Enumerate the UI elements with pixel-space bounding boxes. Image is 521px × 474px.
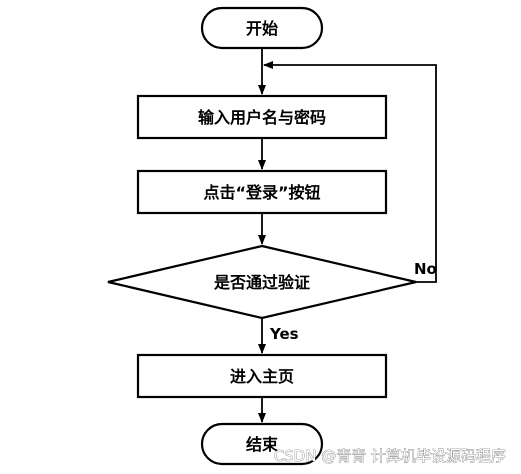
enter-home-step: 进入主页 [136, 353, 388, 399]
yes-branch-label: Yes [269, 325, 299, 343]
click-login-step: 点击“登录”按钮 [136, 169, 388, 215]
verification-decision: 是否通过验证 [107, 244, 417, 320]
start-terminal: 开始 [200, 6, 324, 50]
edge-no-loop-back [263, 61, 437, 283]
input-credentials-step: 输入用户名与密码 [136, 94, 388, 140]
start-label: 开始 [246, 19, 278, 38]
no-branch-label: No [414, 260, 437, 278]
enter-home-label: 进入主页 [230, 367, 294, 386]
end-label: 结束 [245, 435, 279, 454]
input-credentials-label: 输入用户名与密码 [198, 108, 326, 127]
verification-decision-label: 是否通过验证 [213, 273, 310, 292]
end-terminal: 结束 [200, 422, 324, 466]
csdn-watermark: CSDN @青青 计算机毕设源码程序 [274, 447, 506, 465]
click-login-label: 点击“登录”按钮 [203, 183, 320, 202]
